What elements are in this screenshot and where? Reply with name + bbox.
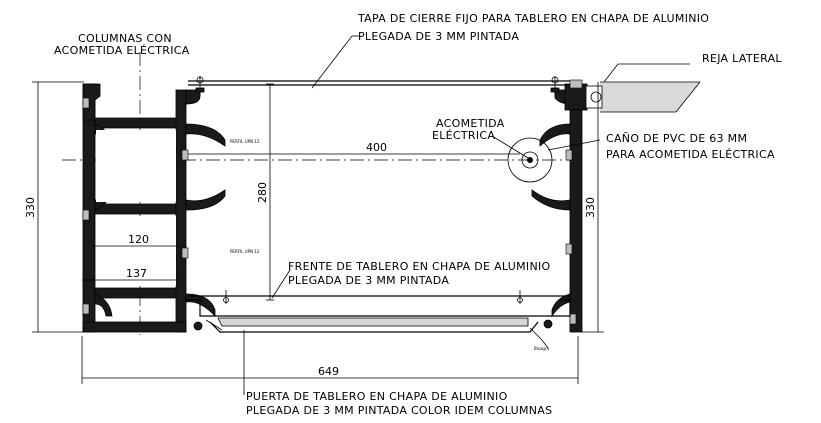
dim-649: 649: [318, 365, 339, 378]
label-frente-1: FRENTE DE TABLERO EN CHAPA DE ALUMINIO: [288, 260, 551, 273]
left-column: [82, 83, 226, 333]
label-tapa-1: TAPA DE CIERRE FIJO PARA TABLERO EN CHAP…: [357, 12, 709, 25]
label-reja: REJA LATERAL: [702, 52, 782, 65]
label-acometida-1: ACOMETIDA: [436, 117, 505, 130]
reja-lateral: [600, 82, 700, 112]
label-acometida-2: ELÉCTRICA: [432, 129, 495, 142]
dim-400: 400: [366, 141, 387, 154]
tapa-cierre: [188, 76, 570, 96]
label-perfil-bottom: PERFIL UPN 12: [230, 249, 260, 254]
dim-330-right: 330: [584, 197, 597, 218]
cano-pvc: [507, 137, 553, 183]
label-tapa-2: PLEGADA DE 3 MM PINTADA: [358, 30, 519, 43]
dim-280: 280: [256, 182, 269, 203]
label-cano-1: CAÑO DE PVC DE 63 MM: [606, 132, 747, 145]
dim-137: 137: [126, 267, 147, 280]
dim-120: 120: [128, 233, 149, 246]
label-columnas-1: COLUMNAS CON: [78, 32, 172, 45]
label-bisagra: Bisagra: [534, 346, 550, 351]
right-column: [531, 79, 603, 333]
label-cano-2: PARA ACOMETIDA ELÉCTRICA: [606, 148, 775, 161]
label-perfil-top: PERFIL UPN 12: [230, 139, 260, 144]
frente-puerta: [186, 290, 571, 341]
dim-330-left: 330: [24, 197, 37, 218]
label-columnas-2: ACOMETIDA ELÉCTRICA: [54, 44, 190, 57]
label-frente-2: PLEGADA DE 3 MM PINTADA: [288, 274, 449, 287]
label-puerta-1: PUERTA DE TABLERO EN CHAPA DE ALUMINIO: [246, 390, 508, 403]
label-puerta-2: PLEGADA DE 3 MM PINTADA COLOR IDEM COLUM…: [246, 404, 552, 417]
